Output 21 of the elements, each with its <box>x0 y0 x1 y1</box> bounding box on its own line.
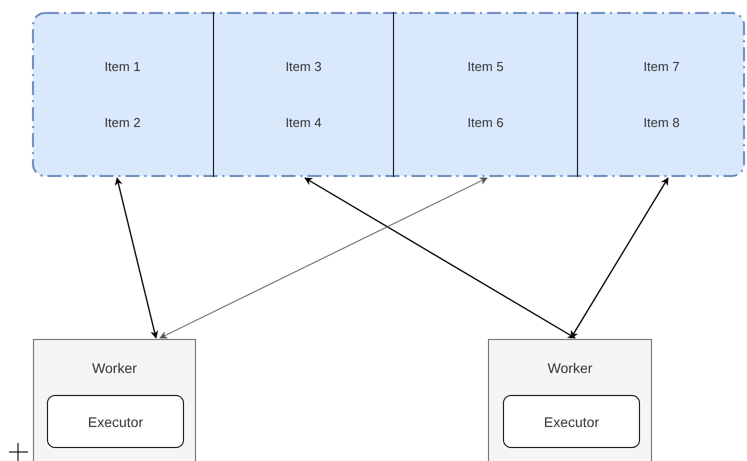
executor-box <box>503 395 640 448</box>
worker-label: Worker <box>92 359 137 378</box>
item-label: Item 1 <box>104 58 141 76</box>
item-label: Item 8 <box>643 114 680 132</box>
dash-dot-band <box>32 12 745 177</box>
double-arrow <box>304 177 576 339</box>
executor-label: Executor <box>544 412 600 432</box>
double-arrow <box>570 177 669 339</box>
item-label: Item 7 <box>643 58 680 76</box>
worker-box <box>488 339 652 461</box>
item-label: Item 2 <box>104 114 141 132</box>
executor-label: Executor <box>88 412 144 432</box>
item-label: Item 5 <box>467 58 504 76</box>
item-label: Item 3 <box>285 58 322 76</box>
worker-label: Worker <box>548 359 592 378</box>
item-label: Item 6 <box>467 114 504 132</box>
executor-box <box>47 395 184 448</box>
double-arrow <box>114 177 158 339</box>
item-label: Item 4 <box>285 114 322 132</box>
double-arrow <box>159 178 488 338</box>
worker-box <box>33 339 196 461</box>
